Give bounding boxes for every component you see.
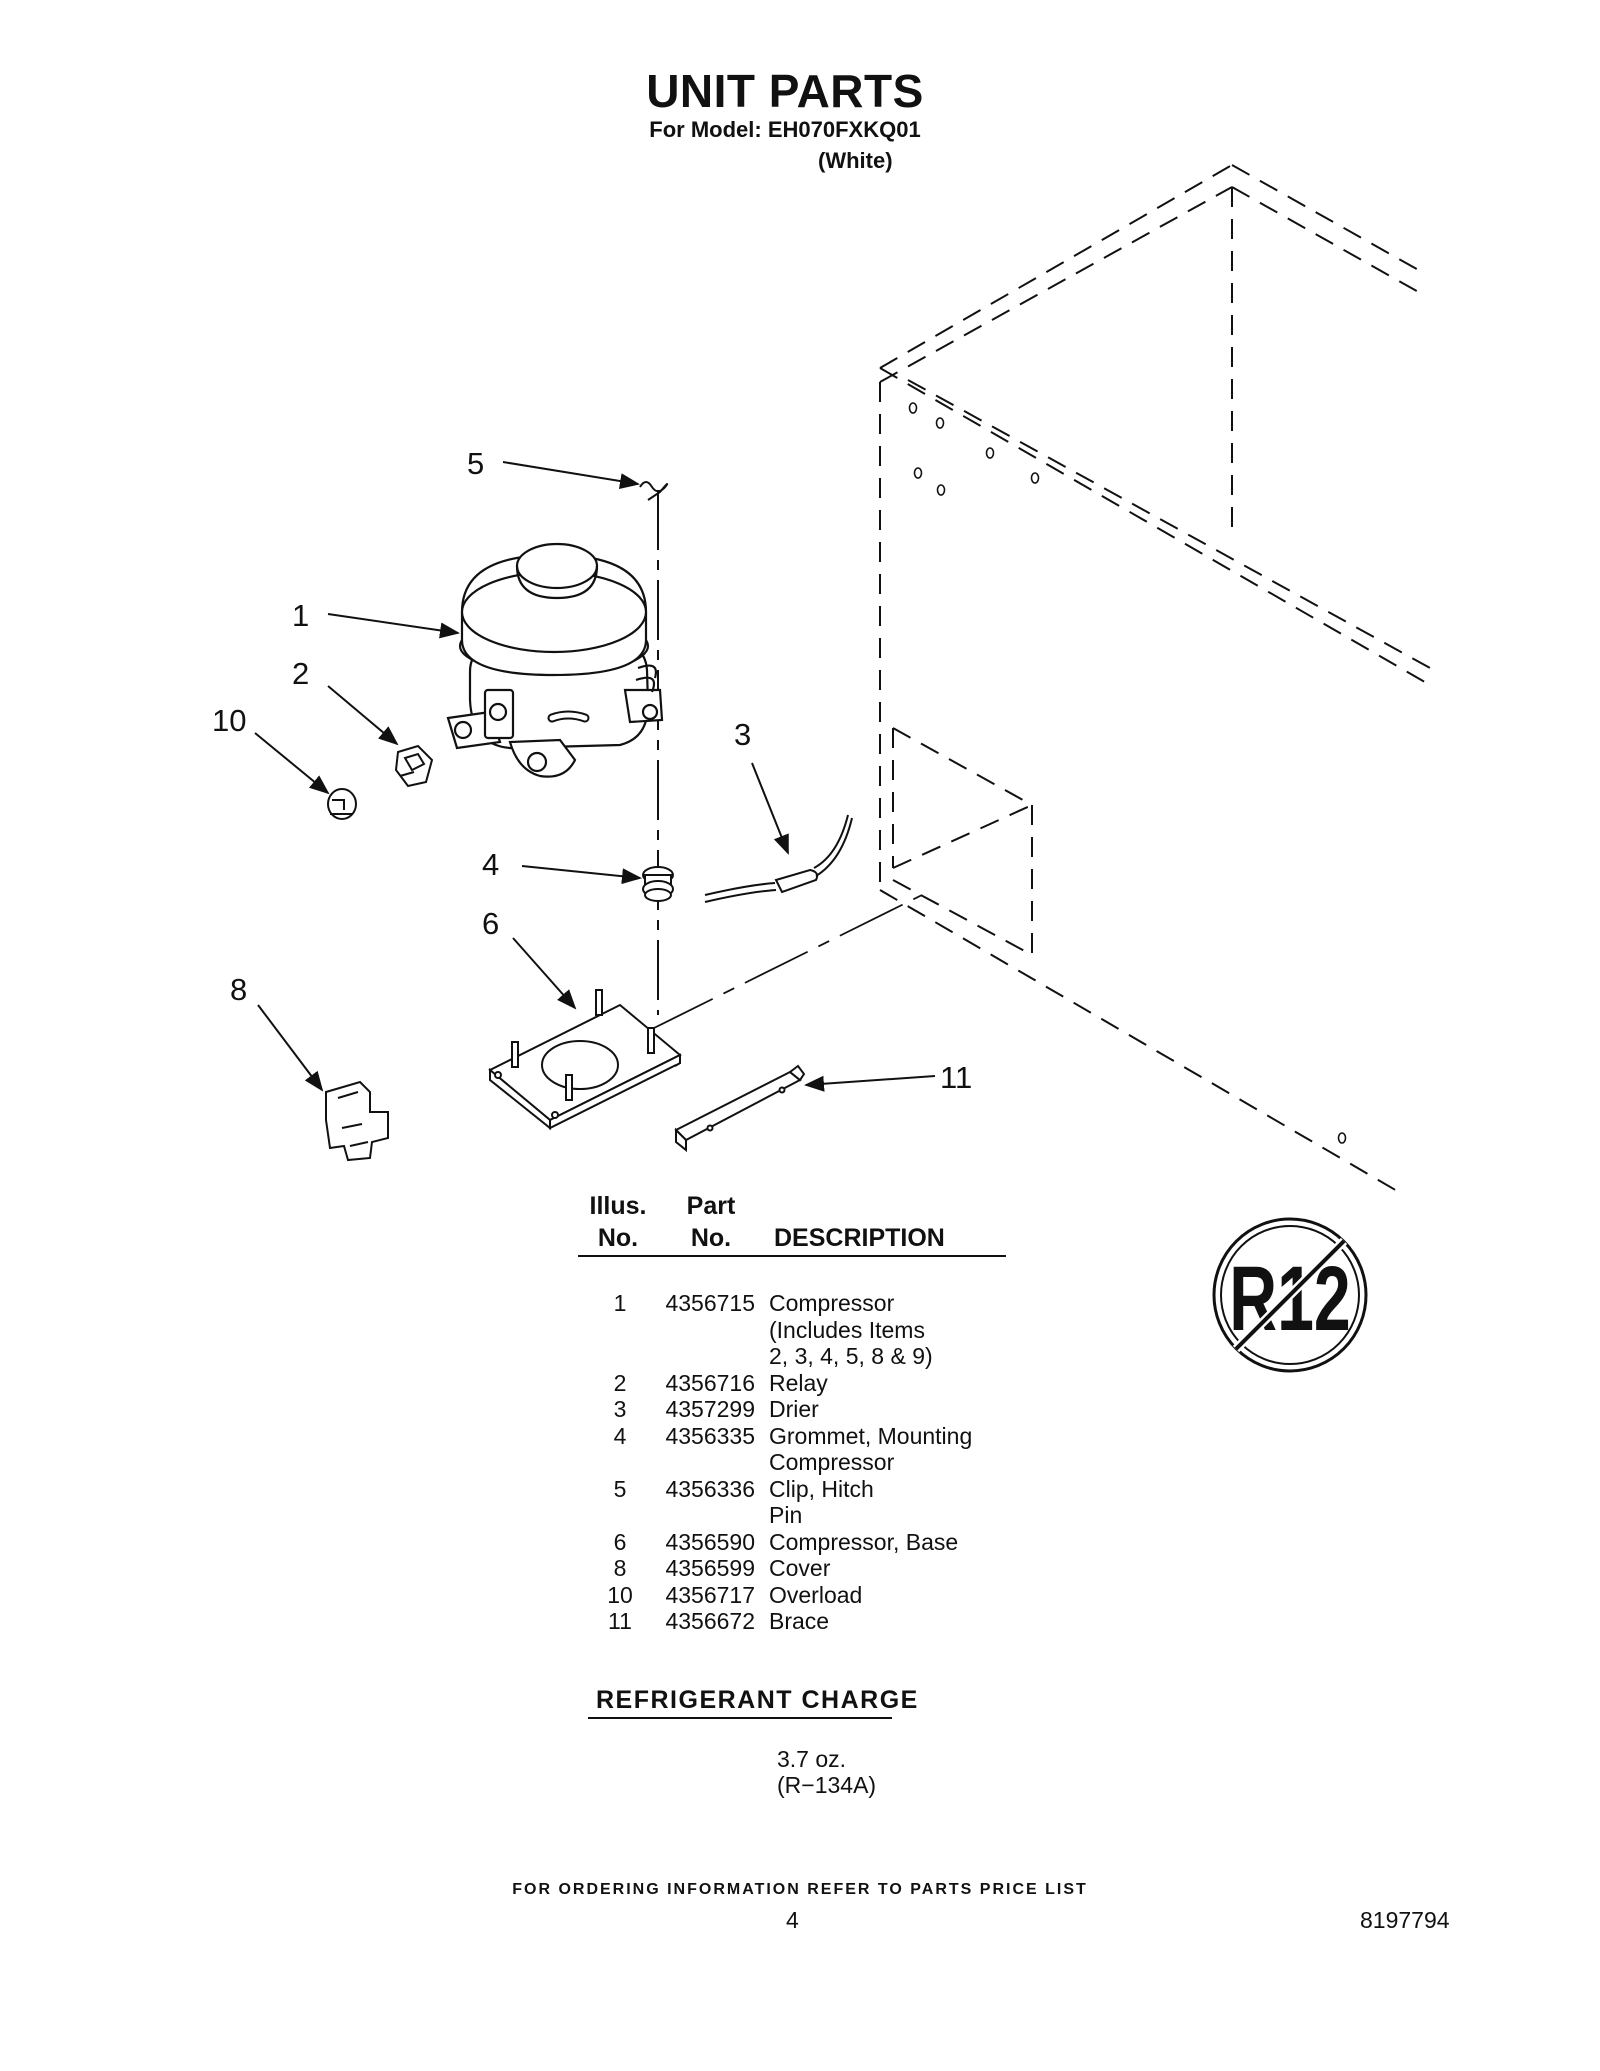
model-line: For Model: EH070FXKQ01 xyxy=(649,117,921,142)
description-header: DESCRIPTION xyxy=(774,1224,945,1252)
part-number: 4356717 xyxy=(665,1581,755,1608)
hitch-pin-clip xyxy=(639,481,669,501)
callout-2: 2 xyxy=(292,656,309,691)
illus-number: 4 xyxy=(613,1422,627,1449)
illus-number: 6 xyxy=(613,1528,627,1555)
part-number: 4356335 xyxy=(665,1422,755,1449)
relay-part xyxy=(394,744,434,788)
cabinet-outline xyxy=(879,164,1431,1196)
part-description: Drier xyxy=(769,1396,819,1422)
callout-8: 8 xyxy=(230,972,247,1007)
document-number: 8197794 xyxy=(1360,1907,1450,1933)
part-description: Compressor (Includes Items 2, 3, 4, 5, 8… xyxy=(769,1290,933,1369)
illus-number: 8 xyxy=(613,1555,627,1581)
assembly-line xyxy=(649,894,923,1031)
parts-header-rule xyxy=(578,1255,1006,1257)
compressor xyxy=(446,542,664,778)
part-header-line2: No. xyxy=(690,1224,732,1252)
leader-arrows xyxy=(254,461,936,1092)
callout-3: 3 xyxy=(734,717,751,752)
illus-number: 2 xyxy=(613,1369,627,1396)
part-header-line1: Part xyxy=(686,1192,736,1220)
refrigerant-rule xyxy=(588,1717,892,1719)
part-description: Relay xyxy=(769,1369,828,1396)
table-row: 4 4356335 Grommet, Mounting Compressor xyxy=(580,1423,1029,1476)
part-number: 4356715 xyxy=(665,1290,755,1316)
parts-table: 1 4356715 Compressor (Includes Items 2, 3,… xyxy=(580,1290,1029,1635)
part-number: 4356716 xyxy=(665,1369,755,1396)
model-variant: (White) xyxy=(818,148,893,173)
compressor-base xyxy=(488,989,682,1131)
cover-part xyxy=(325,1080,389,1162)
overload-part xyxy=(327,788,357,820)
illus-number: 10 xyxy=(607,1581,633,1608)
table-row: 6 4356590 Compressor, Base xyxy=(580,1529,1029,1556)
illus-header-line2: No. xyxy=(597,1224,639,1252)
refrigerant-values: 3.7 oz. (R−134A) xyxy=(777,1746,876,1798)
page-number: 4 xyxy=(786,1907,799,1933)
grommet-part xyxy=(642,866,674,902)
illus-number: 3 xyxy=(613,1396,627,1422)
part-description: Brace xyxy=(769,1608,830,1634)
drier-part xyxy=(704,814,853,903)
part-number: 4356599 xyxy=(665,1555,755,1581)
part-description: Grommet, Mounting Compressor xyxy=(769,1422,973,1476)
table-row: 11 4356672 Brace xyxy=(580,1608,1029,1635)
part-number: 4356672 xyxy=(665,1608,755,1634)
refrigerant-title: REFRIGERANT CHARGE xyxy=(596,1686,919,1714)
ordering-note: FOR ORDERING INFORMATION REFER TO PARTS … xyxy=(512,1881,1088,1898)
no-r12-badge: R12 xyxy=(1212,1217,1368,1373)
table-row: 5 4356336 Clip, Hitch Pin xyxy=(580,1476,1029,1529)
part-number: 4356590 xyxy=(665,1528,755,1555)
callout-6: 6 xyxy=(482,906,499,941)
table-row: 1 4356715 Compressor (Includes Items 2, 3,… xyxy=(580,1290,1029,1370)
part-description: Cover xyxy=(769,1555,831,1581)
part-description: Clip, Hitch Pin xyxy=(769,1475,874,1529)
callout-10: 10 xyxy=(212,703,246,738)
illus-number: 1 xyxy=(613,1290,627,1316)
brace-part xyxy=(674,1064,806,1153)
illus-header-line1: Illus. xyxy=(589,1192,647,1220)
refrigerant-type: (R−134A) xyxy=(777,1772,877,1798)
illus-number: 11 xyxy=(608,1608,632,1634)
callout-11: 11 xyxy=(940,1060,972,1095)
part-description: Compressor, Base xyxy=(769,1528,959,1555)
table-row: 10 4356717 Overload xyxy=(580,1582,1029,1609)
table-row: 3 4357299 Drier xyxy=(580,1396,1029,1423)
part-description: Overload xyxy=(769,1581,863,1608)
part-number: 4357299 xyxy=(665,1396,755,1422)
callout-1: 1 xyxy=(292,598,309,633)
cabinet-holes xyxy=(908,402,1347,1144)
callout-5: 5 xyxy=(467,446,484,481)
refrigerant-amount: 3.7 oz. xyxy=(777,1746,847,1772)
illus-number: 5 xyxy=(613,1475,627,1502)
callout-4: 4 xyxy=(482,847,499,882)
table-row: 2 4356716 Relay xyxy=(580,1370,1029,1397)
part-number: 4356336 xyxy=(665,1475,755,1502)
page-title: UNIT PARTS xyxy=(646,65,924,117)
table-row: 8 4356599 Cover xyxy=(580,1555,1029,1582)
